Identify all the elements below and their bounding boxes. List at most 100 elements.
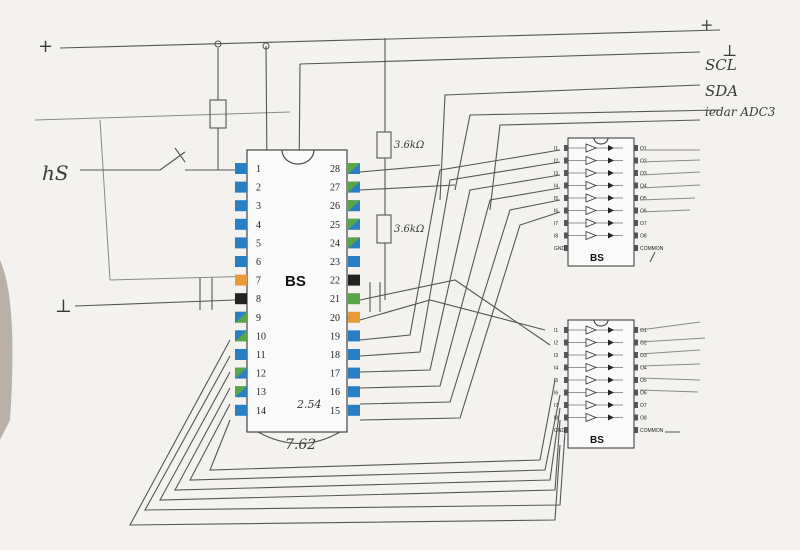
adc-label: iedar ADC3 [705,105,776,119]
pin-label-6: 6 [256,257,261,268]
driver-out-label: O6 [640,391,647,397]
pin-19 [348,330,360,342]
pin-27-half [348,181,360,193]
pin-28-half [348,163,360,174]
pin-label-3: 3 [256,201,261,212]
pin-5 [235,237,247,249]
pin-label-12: 12 [256,369,266,380]
driver-out-label: O1 [640,146,647,152]
driver-out-label: O3 [640,171,647,177]
pin-label-21: 21 [330,294,340,305]
driver-out-pin [634,157,638,164]
pin-26-half [348,200,360,212]
gnd-left-label: ⊥ [55,296,72,317]
driver-in-pin [564,207,568,214]
pin-3 [235,200,247,212]
driver-out-pin [634,220,638,226]
driver-out-pin [634,414,638,421]
driver-label: BS [590,253,604,264]
pin-label-24: 24 [330,238,340,249]
driver-in-label: I8 [554,234,558,240]
pin-2 [235,181,247,193]
driver-in-label: I4 [554,366,558,372]
driver-out-pin [634,402,638,408]
driver-out-label: O7 [640,221,647,227]
driver-in-pin [564,232,568,239]
driver-in-pin [564,402,568,408]
driver-in-pin [564,245,568,251]
driver-in-pin [564,364,568,371]
driver-out-label: COMMON [640,428,664,434]
driver-in-label: I6 [554,391,558,397]
driver-out-label: O4 [640,366,647,372]
driver-out-label: O2 [640,341,647,347]
pin-label-9: 9 [256,313,261,324]
driver-in-label: I2 [554,159,558,165]
driver-out-pin [634,389,638,396]
hs-label: hS [42,161,69,185]
driver-out-pin [634,170,638,176]
pin-18 [348,349,360,360]
driver-in-label: I7 [554,221,558,227]
driver-in-pin [564,414,568,421]
driver-in-label: I3 [554,171,558,177]
pin-label-23: 23 [330,257,340,268]
driver-in-label: I2 [554,341,558,347]
driver-out-pin [634,232,638,239]
driver-in-label: I7 [554,403,558,409]
driver-out-pin [634,339,638,346]
driver-out-label: COMMON [640,246,664,252]
pin-label-22: 22 [330,276,340,287]
driver-out-pin [634,377,638,383]
pin-20 [348,311,360,323]
pin-label-15: 15 [330,406,340,417]
pin-16 [348,386,360,398]
driver-in-pin [564,327,568,333]
pin-label-5: 5 [256,238,261,249]
driver-in-label: GND [554,246,566,252]
pin-label-14: 14 [256,406,266,417]
pin-7 [235,274,247,286]
chip-label: BS [285,273,306,290]
pin-label-16: 16 [330,387,340,398]
resistor-1-label: 3.6kΩ [394,140,424,151]
driver-label: BS [590,435,604,446]
driver-out-pin [634,145,638,151]
driver-out-label: O8 [640,416,647,422]
pin-10-half [235,330,247,342]
pin-6 [235,256,247,267]
output-wiring [129,149,566,526]
pin-14 [235,404,247,416]
pullup-resistors [359,38,456,300]
driver-out-pin [634,207,638,214]
driver-out-label: O3 [640,353,647,359]
plus-left-label: + [38,36,53,57]
chip-width: 7.62 [285,437,316,453]
pin-label-11: 11 [256,350,266,361]
pin-label-17: 17 [330,369,340,380]
driver-out-label: O8 [640,234,647,240]
driver-notch [593,319,609,327]
pin-23 [348,256,360,267]
pin-17 [348,367,360,379]
driver-out-label: O7 [640,403,647,409]
driver-out-pin [634,182,638,189]
pin-label-4: 4 [256,220,261,231]
pin-label-20: 20 [330,313,340,324]
driver-in-label: I4 [554,184,558,190]
driver-in-label: GND [554,428,566,434]
driver-in-pin [564,377,568,383]
pin-8 [235,293,247,305]
driver-notch [593,137,609,145]
driver-in-label: I6 [554,209,558,215]
scl-label: SCL [705,56,737,74]
pin-label-28: 28 [330,164,340,175]
pin-9-half [235,311,247,323]
pin-11 [235,349,247,360]
pin-label-27: 27 [330,183,340,194]
resistor-2-label: 3.6kΩ [394,224,424,235]
driver-in-pin [564,170,568,176]
